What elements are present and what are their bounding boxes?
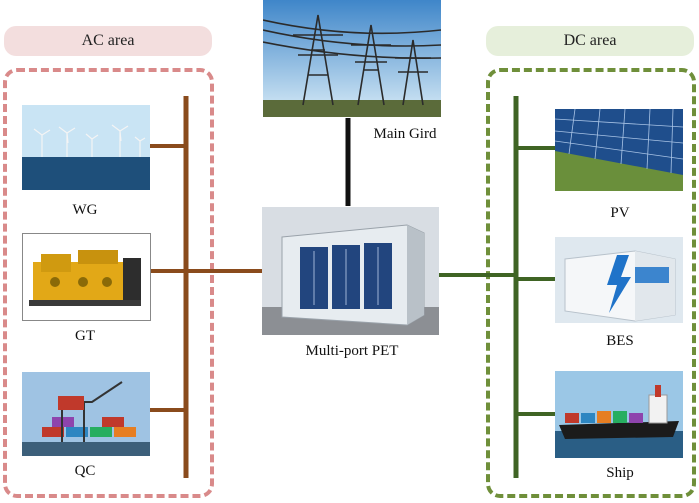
pet-caption: Multi-port PET [305, 343, 399, 359]
dc-area-label: DC area [486, 26, 694, 56]
gt-image [22, 233, 151, 321]
dc-node-caption-pv: PV [610, 205, 630, 221]
ac-node-caption-qc: QC [74, 463, 96, 479]
main-grid-image [263, 0, 441, 117]
ac-node-caption-gt: GT [75, 328, 95, 344]
bes-image [555, 237, 683, 323]
qc-image [22, 372, 150, 456]
ac-area-region [3, 68, 214, 498]
ac-area-label-text: AC area [81, 32, 135, 49]
main-grid-caption: Main Gird [373, 126, 437, 142]
dc-node-caption-ship: Ship [606, 465, 634, 481]
dc-area-region [486, 68, 696, 498]
ship-image [555, 371, 683, 458]
wg-image [22, 105, 150, 190]
dc-node-caption-bes: BES [606, 333, 634, 349]
dc-area-label-text: DC area [563, 32, 617, 49]
pet-image [262, 207, 439, 335]
ac-node-caption-wg: WG [72, 202, 98, 218]
pv-image [555, 109, 683, 191]
ac-area-label: AC area [4, 26, 212, 56]
